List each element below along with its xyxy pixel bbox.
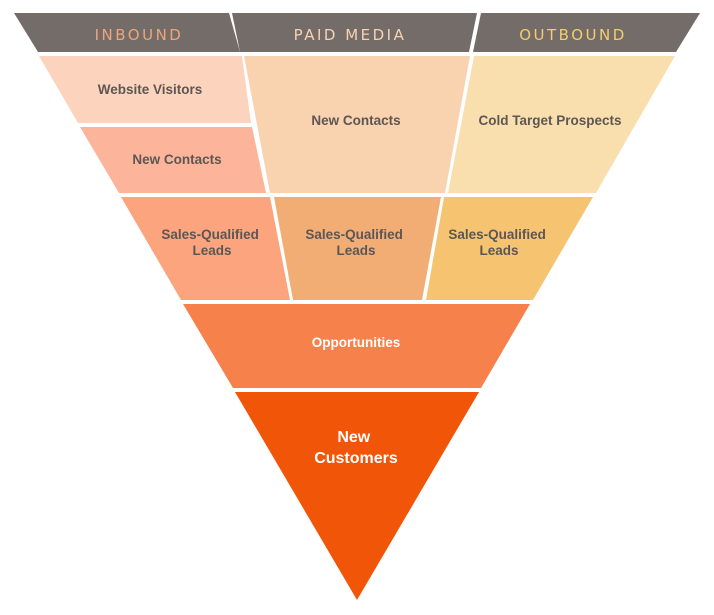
outbound-cold-target-label: Cold Target Prospects	[478, 113, 621, 128]
inbound-website-visitors-label: Website Visitors	[98, 82, 203, 97]
inbound-new-contacts-label: New Contacts	[132, 152, 221, 167]
paid-new-contacts-label: New Contacts	[311, 113, 400, 128]
header-paid-media-bar	[232, 13, 477, 52]
outbound-cold-target-segment	[448, 56, 675, 193]
new-customers-label: New Customers	[314, 429, 398, 467]
inbound-new-contacts-segment	[80, 127, 266, 193]
opportunities-segment	[183, 304, 530, 388]
paid-sql-line2: Leads	[336, 243, 375, 258]
new-customers-line1: New	[337, 429, 370, 446]
outbound-sql-label: Sales-Qualified Leads	[448, 227, 549, 258]
new-customers-segment	[235, 392, 479, 600]
inbound-sql-line2: Leads	[192, 243, 231, 258]
paid-sql-label: Sales-Qualified Leads	[305, 227, 406, 258]
paid-sql-segment	[274, 197, 441, 300]
inbound-sql-line1: Sales-Qualified	[161, 227, 259, 242]
header-outbound-bar	[473, 13, 700, 52]
outbound-sql-line2: Leads	[479, 243, 518, 258]
paid-sql-line1: Sales-Qualified	[305, 227, 403, 242]
inbound-sql-segment	[121, 197, 290, 300]
header-outbound-label: OUTBOUND	[519, 26, 627, 44]
header-inbound-label: INBOUND	[95, 26, 184, 44]
paid-new-contacts-segment	[244, 56, 470, 193]
header-inbound-bar	[14, 13, 240, 52]
inbound-website-visitors-segment	[39, 56, 251, 123]
outbound-sql-segment	[426, 197, 593, 300]
outbound-sql-line1: Sales-Qualified	[448, 227, 546, 242]
header-paid-media-label: PAID MEDIA	[294, 26, 407, 44]
new-customers-line2: Customers	[314, 450, 398, 467]
opportunities-label: Opportunities	[312, 335, 401, 350]
inbound-sql-label: Sales-Qualified Leads	[161, 227, 262, 258]
